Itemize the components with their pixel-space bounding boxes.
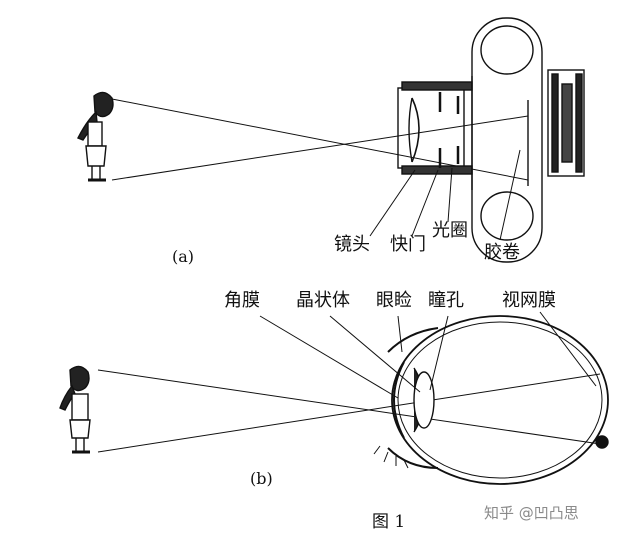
camera-body — [471, 17, 543, 263]
camera-diagram — [77, 17, 585, 263]
girl-figure-a — [77, 91, 114, 182]
label-film: 胶卷 — [484, 242, 520, 263]
watermark: 知乎 @凹凸思 — [484, 504, 579, 522]
film-strip — [547, 69, 585, 177]
label-eyelid: 眼睑 — [376, 290, 412, 311]
light-rays-b — [97, 369, 601, 453]
label-crystalline-lens: 晶状体 — [296, 290, 350, 311]
camera-lens-barrel — [397, 81, 473, 175]
label-pupil: 瞳孔 — [428, 290, 464, 311]
camera-pointer-lines — [369, 149, 521, 241]
label-shutter: 快门 — [390, 234, 426, 255]
sublabel-a: (a) — [172, 247, 194, 266]
label-aperture: 光圈 — [432, 220, 468, 241]
label-cornea: 角膜 — [224, 290, 260, 311]
label-lens: 镜头 — [334, 234, 370, 255]
figure-caption: 图 1 — [372, 512, 405, 532]
sublabel-b: (b) — [250, 469, 273, 488]
eye-pointer-lines — [259, 311, 597, 399]
label-retina: 视网膜 — [502, 290, 556, 311]
eye-diagram — [59, 311, 609, 485]
girl-figure-b — [59, 365, 91, 454]
eyeball — [373, 315, 609, 485]
